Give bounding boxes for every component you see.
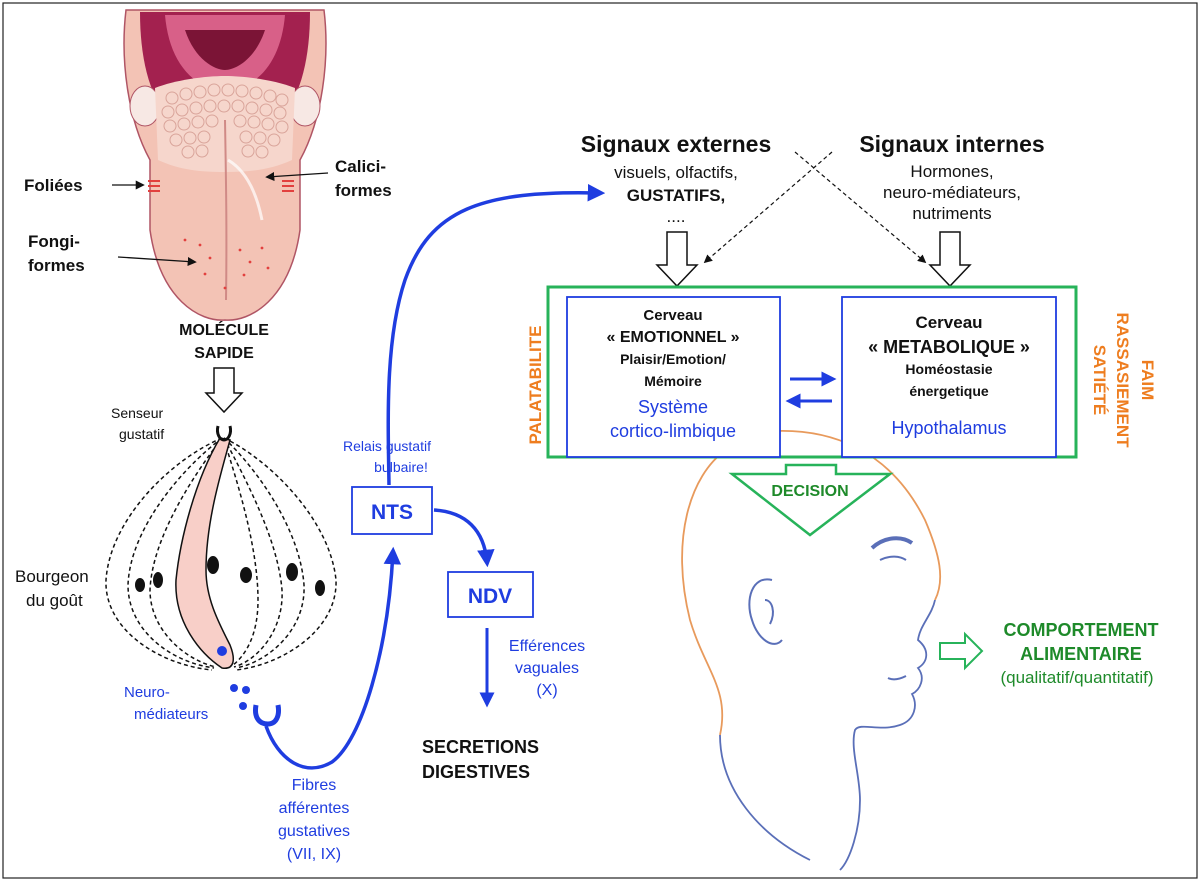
metabolic-line3: Homéostasie — [905, 361, 992, 377]
metabolic-line4: énergetique — [909, 383, 989, 399]
caliciformes-arrow — [265, 171, 329, 182]
molecule-label-1: MOLÉCULE — [179, 320, 269, 339]
decision-label: DECISION — [771, 483, 848, 500]
emotional-line3: Plaisir/Emotion/ — [620, 351, 726, 367]
signaux-internes-line1: Hormones, — [910, 162, 993, 181]
ndv-label: NDV — [468, 585, 512, 608]
secretions-label-1: SECRETIONS — [422, 737, 539, 757]
fibres-label-2: afférentes — [279, 800, 350, 817]
fibres-label-4: (VII, IX) — [287, 846, 341, 863]
external-down-arrow — [655, 231, 699, 288]
efferences-label-1: Efférences — [509, 638, 585, 655]
emotional-line4: Mémoire — [644, 373, 702, 389]
faim-label-1: FAIM — [1138, 360, 1157, 401]
nts-label: NTS — [371, 501, 413, 524]
fibres-label-3: gustatives — [278, 823, 350, 840]
emotional-brain-box — [566, 296, 781, 458]
brain-frame — [546, 285, 1078, 459]
emotional-line2: « EMOTIONNEL » — [606, 329, 739, 346]
nts-box — [351, 486, 433, 535]
nts-to-signals-arrow — [386, 183, 606, 486]
senseur-label-1: Senseur — [111, 405, 163, 421]
signaux-internes-line2: neuro-médiateurs, — [883, 183, 1021, 202]
metabolic-line1: Cerveau — [915, 313, 982, 332]
emotional-line1: Cerveau — [643, 307, 702, 324]
relais-label-2: bulbaire! — [374, 459, 428, 475]
bourgeon-label-2: du goût — [26, 591, 83, 610]
faim-label-2: RASSASIEMENT — [1113, 312, 1132, 448]
signaux-internes-line3: nutriments — [912, 204, 991, 223]
metabolic-line5: Hypothalamus — [891, 418, 1006, 438]
secretions-label-2: DIGESTIVES — [422, 762, 530, 782]
ndv-box — [447, 571, 534, 618]
head-profile-icon — [681, 430, 942, 871]
fongiformes-arrow — [117, 256, 197, 267]
palatabilite-label: PALATABILITE — [526, 326, 545, 445]
comportement-line2: ALIMENTAIRE — [1020, 644, 1142, 664]
caliciformes-label-2: formes — [335, 181, 392, 200]
efferences-label-3: (X) — [536, 682, 557, 699]
neuro-label-2: médiateurs — [134, 706, 208, 723]
fibres-label-1: Fibres — [292, 777, 336, 794]
molecule-label-2: SAPIDE — [194, 345, 254, 362]
decision-arrow — [728, 463, 894, 537]
signaux-externes-line2: GUSTATIFS, — [627, 186, 726, 205]
external-to-metabolic-arrow — [794, 151, 927, 264]
emotional-line6: cortico-limbique — [610, 421, 736, 441]
taste-bud-icon — [105, 425, 337, 727]
metabolic-brain-box — [841, 296, 1057, 458]
signaux-externes-title: Signaux externes — [581, 131, 771, 157]
internal-down-arrow — [928, 231, 972, 288]
afferent-fibres-arrow — [264, 546, 402, 770]
bourgeon-label-1: Bourgeon — [15, 567, 89, 586]
caliciformes-label-1: Calici- — [335, 157, 386, 176]
signaux-externes-line3: .... — [667, 207, 686, 226]
comportement-line3: (qualitatif/quantitatif) — [1000, 668, 1153, 687]
fongiformes-label-2: formes — [28, 256, 85, 275]
molecule-down-arrow — [204, 367, 244, 414]
neuro-label-1: Neuro- — [124, 684, 170, 701]
foliees-label: Foliées — [24, 176, 83, 195]
tongue-illustration-icon — [123, 9, 327, 321]
metabolic-line2: « METABOLIQUE » — [868, 337, 1030, 357]
senseur-label-2: gustatif — [119, 426, 164, 442]
comportement-line1: COMPORTEMENT — [1004, 620, 1159, 640]
fongiformes-label-1: Fongi- — [28, 232, 80, 251]
signaux-externes-line1: visuels, olfactifs, — [614, 163, 738, 182]
signaux-internes-title: Signaux internes — [859, 131, 1044, 157]
efferences-label-2: vaguales — [515, 660, 579, 677]
emotional-line5: Système — [638, 397, 708, 417]
nts-to-ndv-arrow — [433, 508, 495, 568]
faim-label-3: SATIÉTÉ — [1090, 345, 1109, 416]
behaviour-arrow — [939, 631, 984, 671]
internal-to-emotional-arrow — [703, 151, 833, 264]
